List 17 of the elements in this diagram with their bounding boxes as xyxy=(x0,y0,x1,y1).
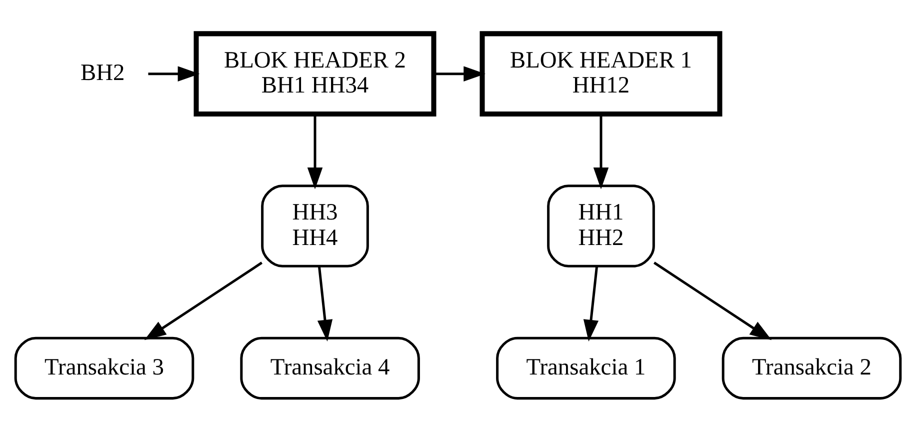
arrow xyxy=(317,266,333,342)
arrow xyxy=(583,266,599,342)
arrow xyxy=(593,114,609,190)
node-text: BH2 xyxy=(80,60,125,86)
arrow xyxy=(307,114,323,190)
node-box: BLOK HEADER 1 HH12 xyxy=(480,31,722,116)
node-box: BLOK HEADER 2 BH1 HH34 xyxy=(194,31,436,116)
node-box: Transakcia 4 xyxy=(240,336,420,400)
node-box: HH1 HH2 xyxy=(547,184,655,268)
arrow xyxy=(148,66,200,82)
arrow xyxy=(434,66,486,82)
arrow xyxy=(654,262,772,340)
node-box: Transakcia 3 xyxy=(14,336,194,400)
node-box: HH3 HH4 xyxy=(261,184,369,268)
node-box: Transakcia 2 xyxy=(722,336,902,400)
arrow xyxy=(144,262,262,340)
node-box: Transakcia 1 xyxy=(496,336,676,400)
